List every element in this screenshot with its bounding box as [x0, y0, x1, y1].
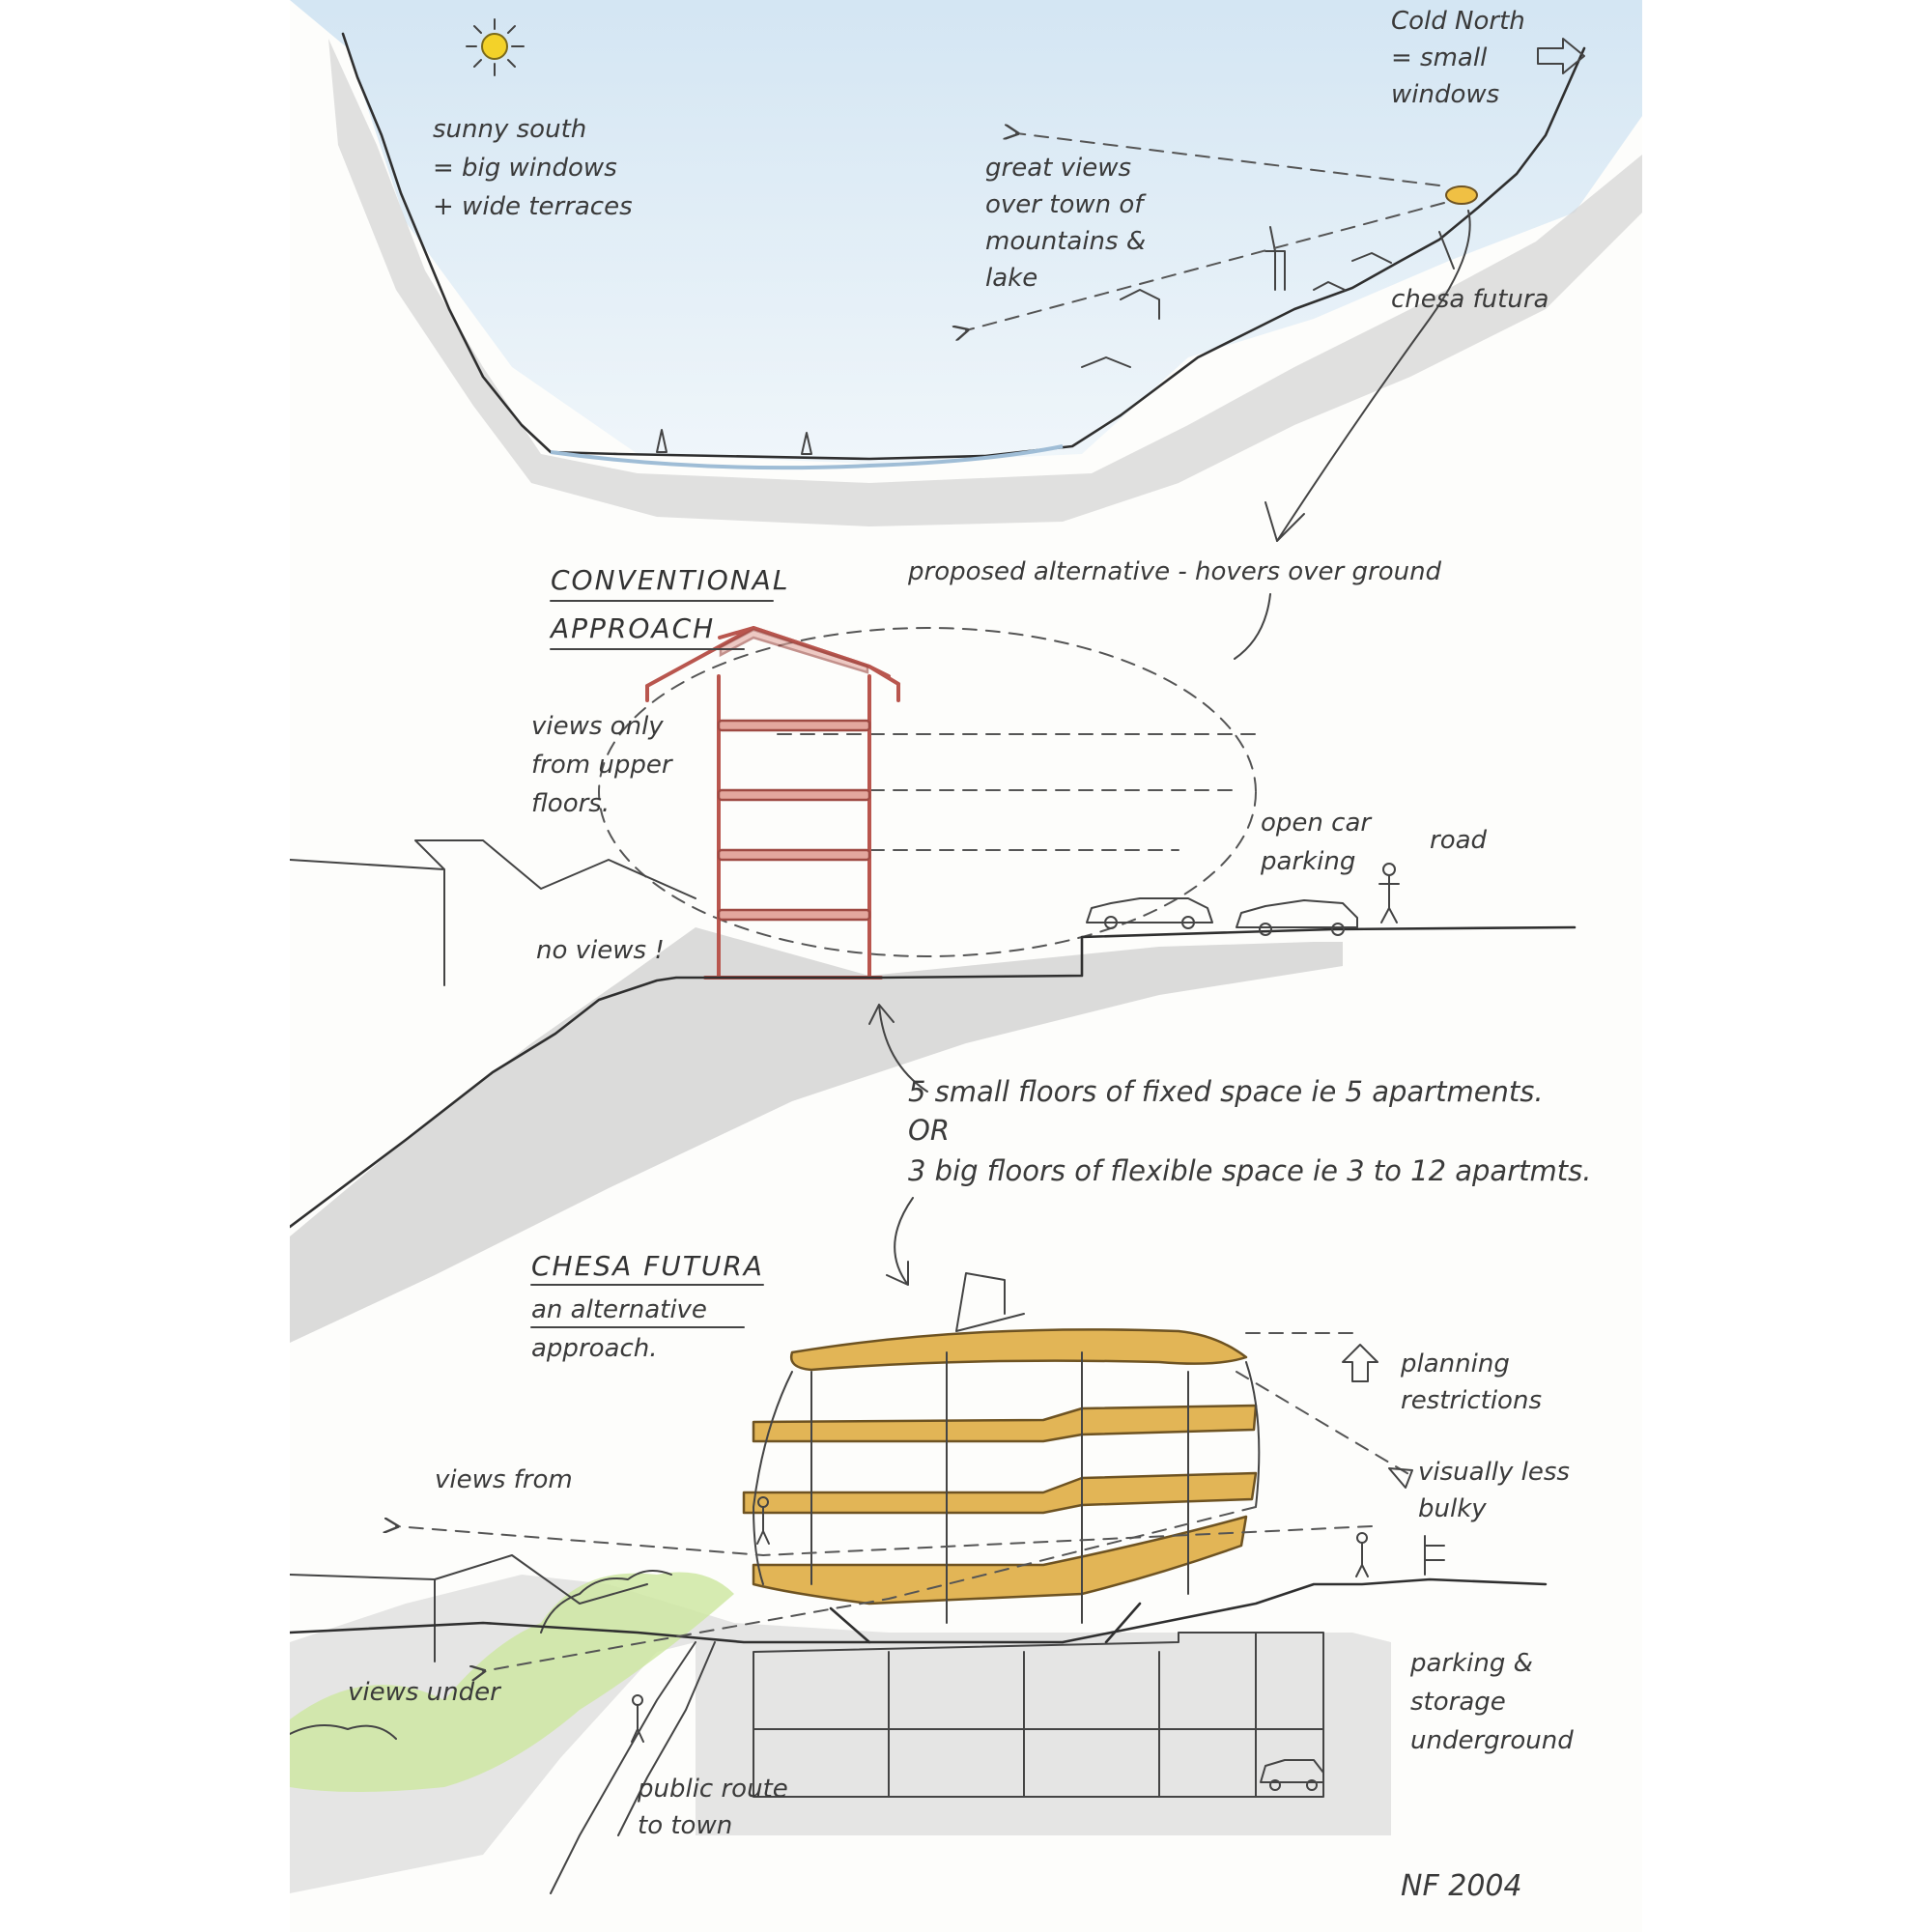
label-views-upper: views only from upper floors. [531, 712, 680, 818]
label-public-route: public route to town [637, 1775, 796, 1840]
hills-bottom [290, 1554, 648, 1662]
label-no-views: no views ! [536, 936, 665, 965]
chesa-floor-3 [752, 1515, 1248, 1605]
comparison-line-1: 5 small floors of fixed space ie 5 apart… [908, 1075, 1544, 1108]
chesa-legs [829, 1602, 1142, 1644]
planning-arrow-icon [1342, 1344, 1378, 1382]
terrace-icon [1424, 1535, 1445, 1576]
car-icon-underground [1260, 1759, 1324, 1791]
label-views-from: views from [435, 1465, 573, 1494]
trees-green [290, 1572, 734, 1792]
chesa-futura-site-marker [1445, 185, 1478, 205]
person-icon-path [631, 1694, 644, 1743]
view-line-south [1016, 133, 1440, 186]
view-line-lake [966, 202, 1445, 330]
proposed-alternative-oval [598, 627, 1257, 957]
pointer-alternative [1234, 593, 1271, 660]
valley-shadow [328, 39, 1642, 526]
lake [550, 444, 1064, 470]
label-planning-restrictions: planning restrictions [1400, 1350, 1542, 1415]
label-visually-less-bulky: visually less bulky [1418, 1458, 1577, 1523]
pointer-comparison-up [868, 1004, 928, 1093]
car-icon-2 [1236, 899, 1358, 936]
signature: NF 2004 [1401, 1869, 1522, 1903]
chesa-facade-outline [753, 1361, 1261, 1585]
valley-section [290, 0, 1642, 542]
label-proposed-alternative: proposed alternative - hovers over groun… [907, 557, 1442, 586]
chesa-floor-2 [742, 1471, 1258, 1515]
label-open-car-parking: open car parking [1260, 809, 1378, 876]
trees-outline [290, 1570, 672, 1740]
sailboat-1 [656, 429, 668, 453]
conventional-section [290, 593, 1577, 1343]
conventional-building [645, 626, 900, 980]
village-church [1264, 226, 1286, 291]
person-icon-terrace [1355, 1532, 1369, 1577]
underground-structure [753, 1632, 1324, 1798]
pointer-comparison-down [886, 1197, 914, 1286]
architectural-sketch: sunny south = big windows + wide terrace… [290, 0, 1642, 1903]
person-icon-building [756, 1496, 770, 1545]
sky-area [290, 0, 1642, 464]
title-conventional-underline [550, 600, 774, 650]
label-views-under: views under [348, 1678, 502, 1707]
label-great-views: great views over town of mountains & lak… [985, 154, 1153, 293]
title-conventional: CONVENTIONAL APPROACH [549, 564, 800, 644]
view-line-under [483, 1506, 1257, 1671]
bottom-ground-line [290, 1577, 1548, 1644]
label-parking-storage: parking & storage underground [1409, 1649, 1574, 1755]
valley-outline [341, 32, 1586, 461]
chesa-columns [810, 1351, 1189, 1624]
label-sunny-south: sunny south = big windows + wide terrace… [433, 115, 633, 221]
comparison-line-2: OR [908, 1114, 950, 1147]
hill-shadow-middle [290, 927, 1343, 1343]
sailboat-2 [801, 432, 812, 455]
view-line-from [396, 1526, 1373, 1557]
label-cold-north: Cold North = small windows [1391, 7, 1533, 109]
pointer-site-label [1438, 231, 1455, 270]
sketch-sheet: sunny south = big windows + wide terrace… [290, 0, 1642, 1932]
village-houses [1081, 252, 1392, 368]
title-chesa-futura: CHESA FUTURA [531, 1250, 764, 1282]
pedestrian-path [550, 1641, 716, 1894]
chesa-roof-chimney [955, 1272, 1025, 1332]
chesa-floor-1 [752, 1404, 1258, 1443]
chesa-roof [789, 1328, 1248, 1372]
label-chesa-futura-site: chesa futura [1391, 285, 1548, 314]
pointer-head [1264, 501, 1305, 542]
sun-icon [466, 18, 525, 76]
chesa-futura-section [290, 1272, 1548, 1894]
north-arrow-icon [1537, 38, 1585, 74]
title-chesa-subtitle: an alternative approach. [531, 1295, 715, 1363]
comparison-line-3: 3 big floors of flexible space ie 3 to 1… [908, 1154, 1591, 1187]
person-icon-road [1378, 863, 1400, 923]
bulky-arrow-icon [1388, 1467, 1413, 1489]
bulky-line [1236, 1371, 1416, 1479]
no-view-hills [290, 839, 696, 986]
middle-ground-line [290, 925, 1577, 1229]
pointer-site-to-section [1276, 210, 1471, 542]
car-icon-1 [1086, 897, 1213, 929]
label-road: road [1430, 826, 1488, 855]
